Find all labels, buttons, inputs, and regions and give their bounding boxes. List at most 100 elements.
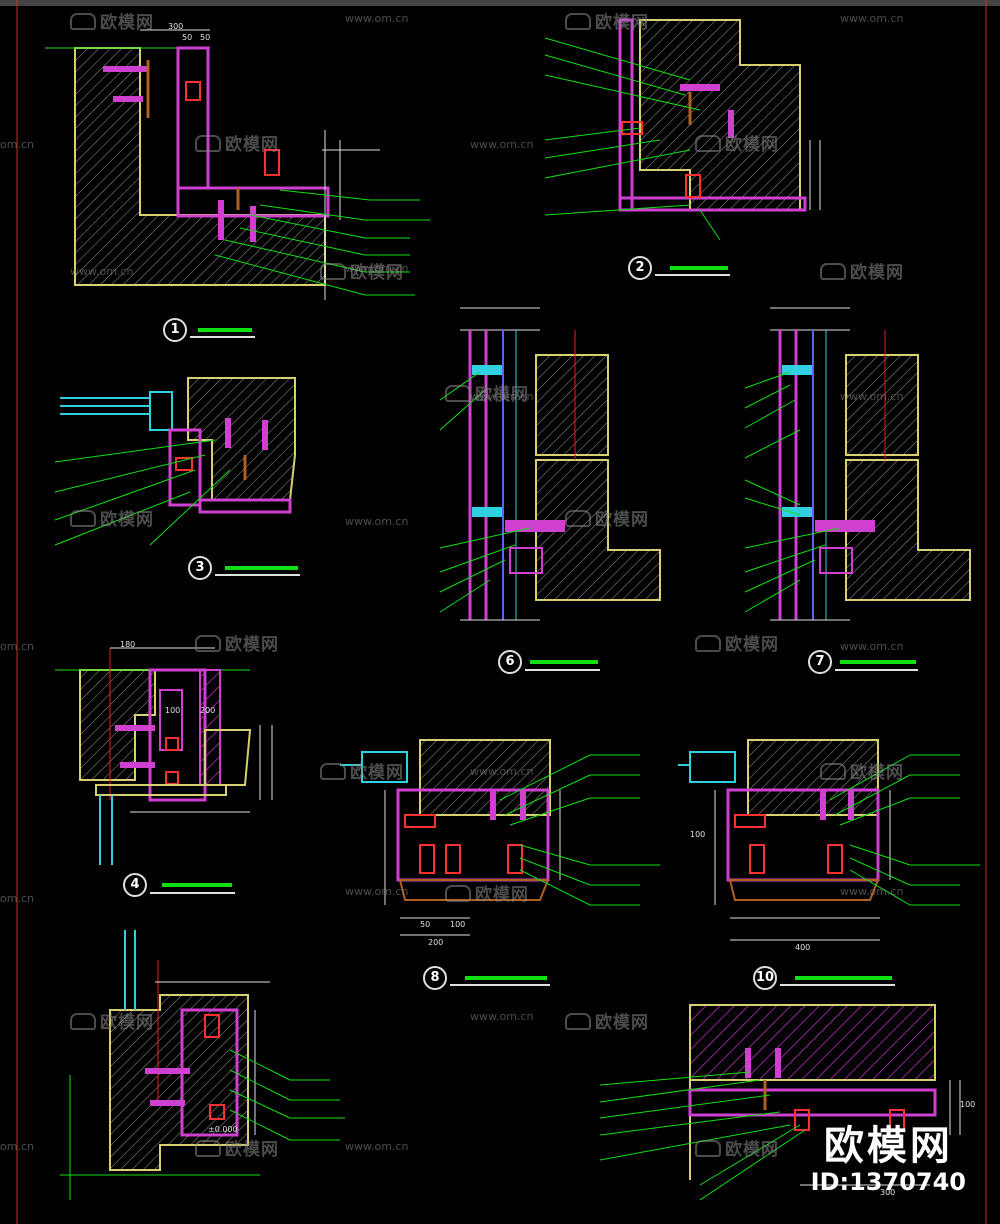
sofa-logo-icon: [195, 135, 221, 152]
sofa-logo-icon: [820, 763, 846, 780]
detail-number-8: 8: [430, 970, 440, 985]
watermark-brand: 欧模网: [70, 8, 154, 33]
sofa-logo-icon: [695, 135, 721, 152]
sofa-logo-icon: [70, 1013, 96, 1030]
watermark-url: www.om.cn: [470, 765, 534, 778]
watermark-url: www.om.cn: [840, 640, 904, 653]
watermark-url: www.om.cn: [345, 12, 409, 25]
sofa-logo-icon: [445, 385, 471, 402]
watermark-brand: 欧模网: [195, 130, 279, 155]
dim-d8_c: 100: [450, 920, 466, 929]
sofa-logo-icon: [70, 13, 96, 30]
dim-d4_a: 180: [120, 640, 136, 649]
detail-number-10: 10: [755, 970, 775, 985]
sofa-logo-icon: [820, 263, 846, 280]
detail-number-3: 3: [195, 560, 205, 575]
dim-d8_a: 200: [428, 938, 444, 947]
watermark-brand-text: 欧模网: [350, 763, 404, 783]
watermark-url: www.om.cn: [840, 885, 904, 898]
watermark-url: www.om.cn: [345, 885, 409, 898]
detail-1: [45, 29, 430, 342]
detail-number-4: 4: [130, 877, 140, 892]
sofa-logo-icon: [320, 263, 346, 280]
watermark-brand-text: 欧模网: [595, 13, 649, 33]
watermark-brand: 欧模网: [565, 505, 649, 530]
watermark-brand-text: 欧模网: [100, 13, 154, 33]
watermark-brand: 欧模网: [320, 758, 404, 783]
detail-4: [55, 647, 273, 897]
watermark-brand: 欧模网: [70, 505, 154, 530]
sofa-logo-icon: [195, 635, 221, 652]
sofa-logo-icon: [445, 885, 471, 902]
watermark-url: om.cn: [0, 138, 34, 151]
detail-bottom-right: [599, 1004, 961, 1201]
watermark-url: www.om.cn: [840, 12, 904, 25]
detail-7: [744, 307, 971, 674]
dim-d1_c: 50: [200, 33, 211, 42]
watermark-brand: 欧模网: [70, 1008, 154, 1033]
watermark-brand: 欧模网: [695, 130, 779, 155]
watermark-brand: 欧模网: [195, 630, 279, 655]
sofa-logo-icon: [565, 1013, 591, 1030]
watermark-brand-text: 欧模网: [475, 385, 529, 405]
watermark-url: om.cn: [0, 892, 34, 905]
dim-d11_a: 300: [880, 1188, 896, 1197]
sofa-logo-icon: [695, 635, 721, 652]
watermark-brand-text: 欧模网: [725, 135, 779, 155]
watermark-url: om.cn: [0, 1140, 34, 1153]
dim-d4_b: 100: [165, 706, 181, 715]
watermark-brand-text: 欧模网: [595, 1013, 649, 1033]
watermark-brand-text: 欧模网: [225, 135, 279, 155]
dim-d10_b: 100: [690, 830, 706, 839]
dim-d4_c: 200: [200, 706, 216, 715]
watermark-url: www.om.cn: [840, 390, 904, 403]
watermark-brand-text: 欧模网: [850, 263, 904, 283]
watermark-brand-text: 欧模网: [100, 1013, 154, 1033]
detail-3: [54, 377, 300, 580]
watermark-brand-text: 欧模网: [350, 263, 404, 283]
brand-name: 欧模网: [823, 1123, 953, 1169]
watermark-brand-text: 欧模网: [595, 510, 649, 530]
sofa-logo-icon: [195, 1140, 221, 1157]
watermark-brand: 欧模网: [195, 1135, 279, 1160]
watermark-brand-text: 欧模网: [850, 763, 904, 783]
watermark-url: www.om.cn: [345, 1140, 409, 1153]
watermark-brand: 欧模网: [820, 258, 904, 283]
detail-6: [439, 307, 661, 674]
watermark-brand-text: 欧模网: [225, 635, 279, 655]
sofa-logo-icon: [70, 510, 96, 527]
watermark-url: www.om.cn: [470, 390, 534, 403]
sofa-logo-icon: [565, 510, 591, 527]
watermark-url: om.cn: [0, 640, 34, 653]
detail-8: [340, 739, 660, 990]
dim-elev: ±0.000: [208, 1125, 238, 1134]
dim-d1_a: 300: [168, 22, 184, 31]
brand-watermark: 欧模网 ID:1370740: [811, 1124, 966, 1196]
dim-d1_b: 50: [182, 33, 193, 42]
detail-number-7: 7: [815, 654, 825, 669]
dim-d11_b: 100: [960, 1100, 976, 1109]
dim-d8_b: 50: [420, 920, 431, 929]
detail-10: [678, 739, 980, 990]
watermark-brand: 欧模网: [565, 8, 649, 33]
brand-id: ID:1370740: [810, 1168, 966, 1196]
sofa-logo-icon: [565, 13, 591, 30]
watermark-url: www.om.cn: [70, 265, 134, 278]
watermark-brand: 欧模网: [320, 258, 404, 283]
watermark-url: www.om.cn: [345, 262, 409, 275]
watermark-brand: 欧模网: [695, 1135, 779, 1160]
watermark-brand-text: 欧模网: [725, 635, 779, 655]
sofa-logo-icon: [695, 1140, 721, 1157]
watermark-brand: 欧模网: [695, 630, 779, 655]
detail-number-2: 2: [635, 260, 645, 275]
detail-bottom-left: [60, 930, 345, 1200]
watermark-brand: 欧模网: [445, 380, 529, 405]
dim-d10_a: 400: [795, 943, 811, 952]
sofa-logo-icon: [320, 763, 346, 780]
watermark-brand: 欧模网: [565, 1008, 649, 1033]
watermark-brand-text: 欧模网: [475, 885, 529, 905]
watermark-url: www.om.cn: [470, 138, 534, 151]
watermark-brand: 欧模网: [820, 758, 904, 783]
